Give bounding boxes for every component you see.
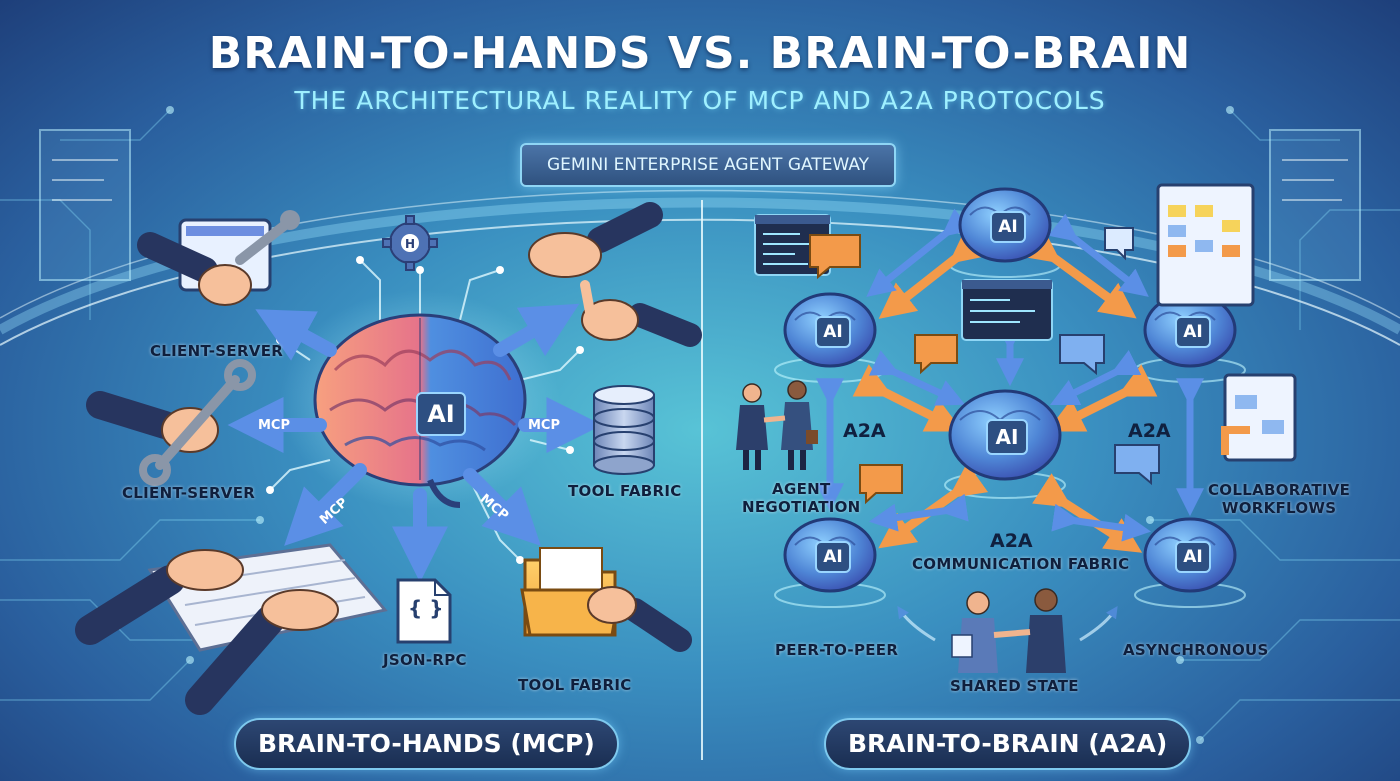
ai-badge-upper-left: AI [815, 316, 851, 348]
code-window-icon-center [961, 279, 1053, 341]
ai-badge-center: AI [986, 419, 1028, 455]
a2a-arrow-label-left: A2A [843, 420, 886, 442]
json-braces: { } [408, 596, 444, 620]
database-icon [593, 385, 655, 475]
central-ai-badge: AI [416, 392, 466, 436]
label-agent-negotiation-line2: NEGOTIATION [742, 498, 861, 516]
subtitle: THE ARCHITECTURAL REALITY OF MCP AND A2A… [294, 86, 1106, 115]
label-communication-fabric: COMMUNICATION FABRIC [912, 555, 1130, 573]
label-agent-negotiation-line1: AGENT [772, 480, 831, 498]
gateway-banner: GEMINI ENTERPRISE AGENT GATEWAY [520, 143, 896, 187]
label-communication-fabric-a2a: A2A [990, 530, 1033, 552]
right-panel-title: BRAIN-TO-BRAIN (A2A) [824, 718, 1192, 770]
keyboard-hands-icon [75, 543, 388, 715]
folder-hand-icon [520, 547, 692, 652]
label-collaborative-workflows: COLLABORATIVE WORKFLOWS [1208, 481, 1350, 517]
label-client-server-top: CLIENT-SERVER [150, 342, 284, 360]
hologram-panel-left [39, 129, 131, 281]
chat-bubble-icons [809, 227, 1160, 505]
workflow-diagram-icon [1221, 373, 1297, 462]
svg-text:H: H [405, 237, 415, 251]
ai-badge-upper-right: AI [1175, 316, 1211, 348]
mcp-arrow-label-left: MCP [258, 418, 291, 433]
json-document-icon [396, 578, 452, 644]
label-client-server-bottom: CLIENT-SERVER [122, 484, 256, 502]
a2a-arrow-label-right: A2A [1128, 420, 1171, 442]
wrench-hand-icon [86, 359, 256, 486]
label-json-rpc: JSON-RPC [383, 651, 467, 669]
label-peer-to-peer: PEER-TO-PEER [775, 641, 899, 659]
mcp-arrow-label-right: MCP [528, 418, 561, 433]
ai-badge-lower-right: AI [1175, 541, 1211, 573]
mcp-arrows [227, 303, 603, 583]
label-shared-state: SHARED STATE [950, 677, 1079, 695]
label-collaborative-workflows-line1: COLLABORATIVE [1208, 481, 1351, 499]
ai-badge-top: AI [990, 211, 1026, 243]
a2a-blue-arrows [816, 208, 1204, 542]
label-agent-negotiation: AGENT NEGOTIATION [742, 480, 861, 516]
label-tool-fabric-bottom: TOOL FABRIC [518, 676, 632, 694]
gear-icon: H [382, 215, 438, 271]
kanban-board-icon [1156, 183, 1255, 307]
hologram-panel-right [1269, 129, 1361, 281]
shared-state-people-icon [951, 588, 1066, 673]
main-title: BRAIN-TO-HANDS VS. BRAIN-TO-BRAIN [208, 28, 1192, 79]
client-server-screen-hand-icon [137, 210, 300, 306]
left-panel-title: BRAIN-TO-HANDS (MCP) [234, 718, 619, 770]
reaching-hands-icon [528, 202, 702, 347]
ai-badge-lower-left: AI [815, 541, 851, 573]
circuit-traces [0, 109, 1400, 741]
label-tool-fabric-top: TOOL FABRIC [568, 482, 682, 500]
handshake-people-icon [736, 380, 818, 470]
label-asynchronous: ASYNCHRONOUS [1123, 641, 1269, 659]
label-collaborative-workflows-line2: WORKFLOWS [1221, 499, 1337, 517]
